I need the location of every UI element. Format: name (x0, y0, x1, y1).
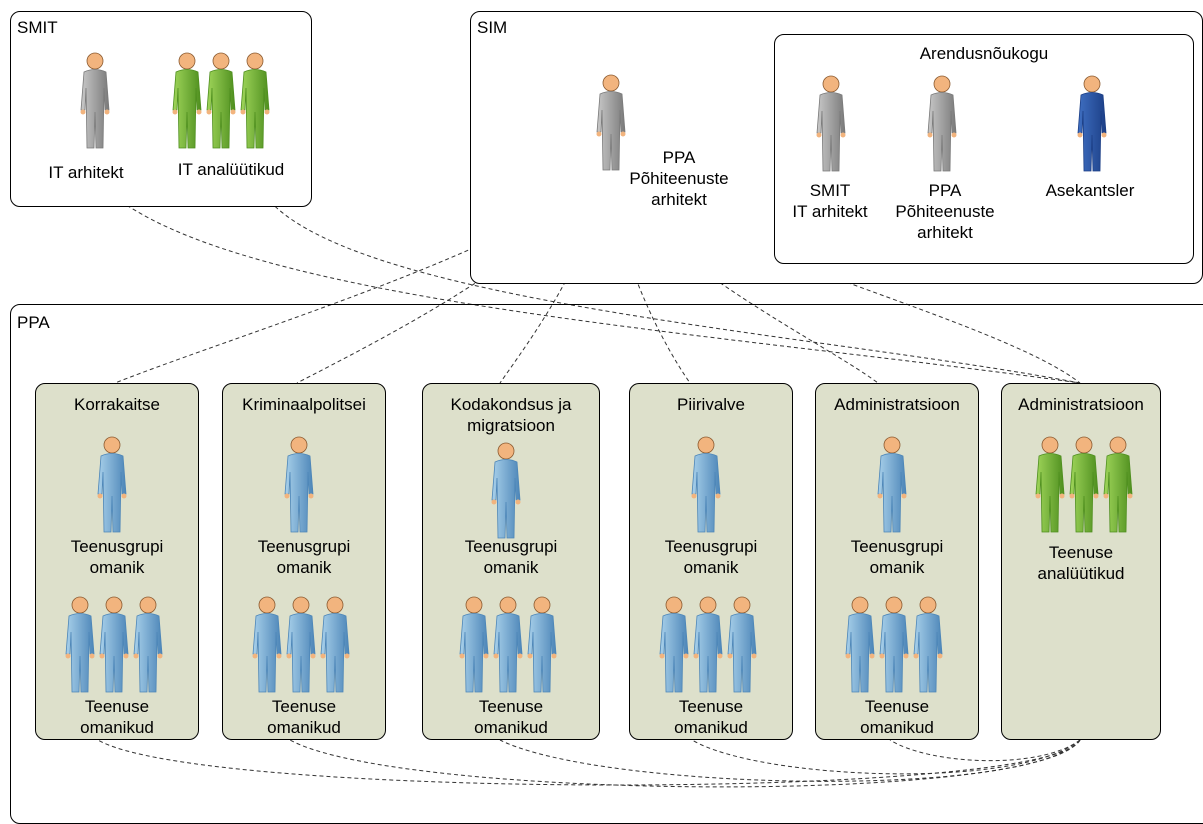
group-team-label: Teenuse omanikud (674, 697, 748, 737)
group-title: Kodakondsus ja migratsioon (450, 395, 572, 435)
connector-line (296, 169, 608, 384)
smit-analysts-label: IT analüütikud (177, 160, 285, 179)
group-team-label: Teenuse omanikud (80, 697, 154, 737)
blue-people-group-icon (654, 596, 764, 696)
ppa-group: Administratsioon Teenuse analüütikud (1001, 383, 1161, 740)
connector-line (254, 177, 1081, 384)
connector-line (94, 177, 1081, 384)
blue-people-group-icon (247, 596, 357, 696)
connector-line (499, 169, 608, 384)
group-owner-label: Teenusgrupi omanik (257, 537, 351, 577)
blue-people-group-icon (60, 596, 170, 696)
blue-person-icon (279, 436, 319, 536)
blue-person-icon (872, 436, 912, 536)
green-people-group-icon (1030, 436, 1140, 536)
ppa-group: Kodakondsus ja migratsioon Teenusgrupi o… (422, 383, 600, 740)
group-title: Kriminaalpolitsei (242, 395, 366, 414)
gray-person-icon (811, 75, 851, 175)
ppa-title: PPA (17, 313, 50, 332)
group-title: Piirivalve (676, 395, 746, 414)
sim-architect-label: PPA Põhiteenuste arhitekt (629, 148, 729, 209)
group-owner-label: Teenusgrupi omanik (70, 537, 164, 577)
blue-person-icon (92, 436, 132, 536)
connector-line (691, 739, 1081, 775)
connector-line (889, 739, 1081, 762)
group-team-label: Teenuse omanikud (267, 697, 341, 737)
ppa-group: Korrakaitse Teenusgrupi omanik Teenuse o… (35, 383, 199, 740)
group-analysts-label: Teenuse analüütikud (1037, 543, 1125, 583)
gray-person-icon (591, 74, 631, 174)
council-member-label: SMIT IT arhitekt (792, 181, 868, 221)
smit-box: SMIT IT arhitekt IT analüütikud (10, 11, 312, 207)
group-title: Administratsioon (834, 395, 960, 414)
ppa-group: Kriminaalpolitsei Teenusgrupi omanik Tee… (222, 383, 386, 740)
group-team-label: Teenuse omanikud (860, 697, 934, 737)
group-owner-label: Teenusgrupi omanik (850, 537, 944, 577)
council-title: Arendusnõukogu (919, 44, 1049, 63)
council-member-label: PPA Põhiteenuste arhitekt (895, 181, 995, 242)
ppa-group: Piirivalve Teenusgrupi omanik Teenuse om… (629, 383, 793, 740)
smit-architect-label: IT arhitekt (48, 163, 124, 182)
group-title: Administratsioon (1018, 395, 1144, 414)
group-title: Korrakaitse (74, 395, 160, 414)
smit-title: SMIT (17, 18, 58, 37)
blue-person-icon (486, 442, 526, 542)
group-team-label: Teenuse omanikud (474, 697, 548, 737)
ppa-group: Administratsioon Teenusgrupi omanik Teen… (815, 383, 979, 740)
green-people-group-icon (167, 52, 277, 152)
group-owner-label: Teenusgrupi omanik (664, 537, 758, 577)
gray-person-icon (75, 52, 115, 152)
connector-line (499, 739, 1081, 782)
gray-person-icon (922, 75, 962, 175)
blue-people-group-icon (454, 596, 564, 696)
connector-line (606, 169, 691, 384)
sim-title: SIM (477, 18, 508, 37)
group-owner-label: Teenusgrupi omanik (464, 537, 558, 577)
sim-box: SIM PPA Põhiteenuste arhitekt Arendusnõu… (470, 11, 1203, 284)
blue-people-group-icon (840, 596, 950, 696)
blue-person-icon (686, 436, 726, 536)
council-box: Arendusnõukogu SMIT IT arhitekt PPA Põhi… (774, 34, 1194, 264)
council-member-label: Asekantsler (1045, 181, 1135, 200)
darkblue-person-icon (1072, 75, 1112, 175)
